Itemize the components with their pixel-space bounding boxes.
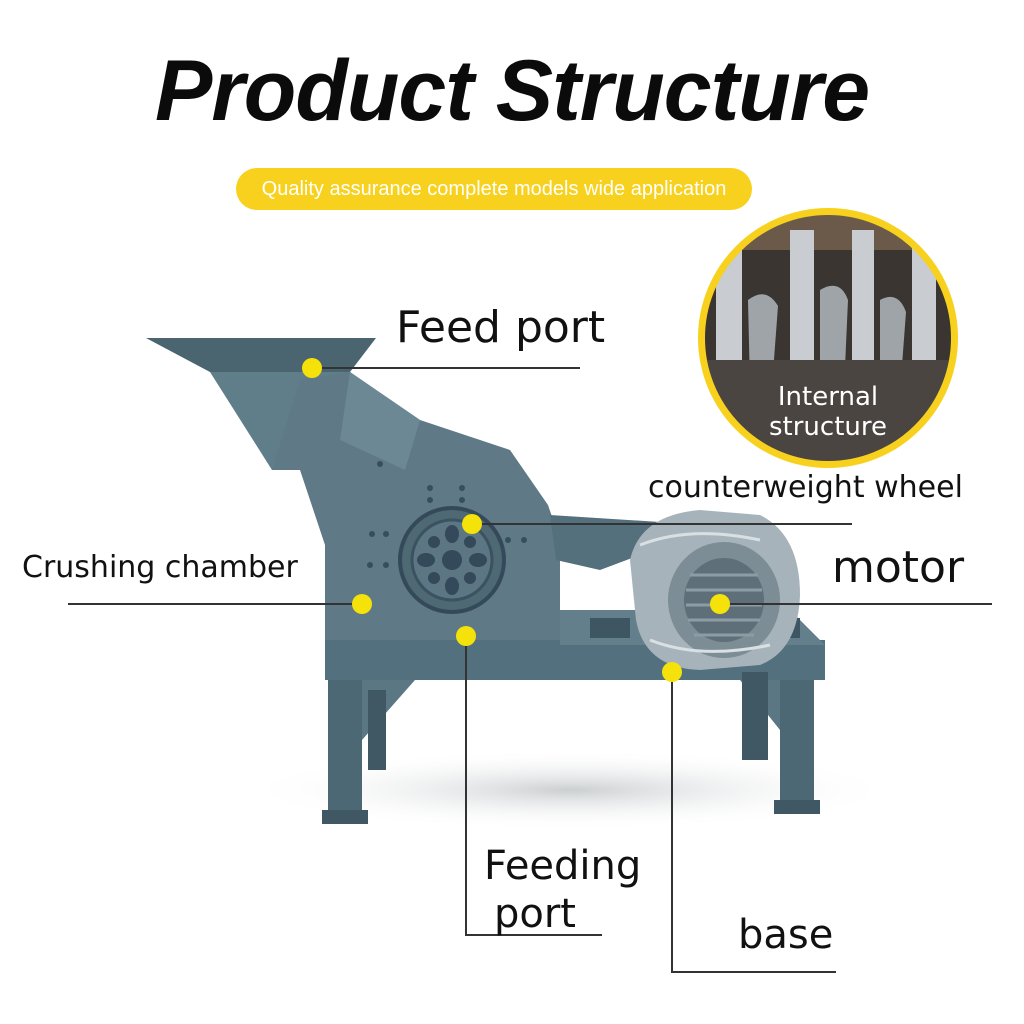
marker-counterweight-wheel — [462, 514, 482, 534]
counterweight-wheel-graphic — [398, 506, 506, 614]
marker-base — [662, 662, 682, 682]
internal-structure-line1: Internal — [777, 382, 879, 412]
callout-markers — [302, 358, 730, 682]
label-feeding-port-line2: port — [494, 891, 576, 937]
label-counterweight-wheel: counterweight wheel — [648, 470, 963, 505]
marker-crushing-chamber — [352, 594, 372, 614]
label-base: base — [738, 912, 834, 958]
leader-lines — [68, 367, 992, 973]
label-motor: motor — [832, 542, 965, 593]
page-title: Product Structure — [154, 43, 870, 139]
foot-left — [322, 810, 368, 824]
leg-back-right — [742, 672, 768, 760]
platform-slot-1 — [590, 618, 630, 638]
label-feed-port: Feed port — [396, 302, 606, 353]
label-crushing-chamber: Crushing chamber — [22, 550, 298, 585]
housing-rivets — [367, 461, 527, 568]
belt-guard — [550, 515, 680, 570]
floor-shadow — [240, 750, 900, 830]
subtitle-badge: Quality assurance complete models wide a… — [236, 168, 752, 210]
marker-feeding-port — [456, 626, 476, 646]
label-feeding-port-line1: Feeding — [484, 843, 642, 889]
marker-feed-port — [302, 358, 322, 378]
foot-right — [774, 800, 820, 814]
internal-structure-inset — [698, 208, 958, 468]
leg-front-right — [780, 680, 814, 810]
marker-motor — [710, 594, 730, 614]
hopper-plate — [146, 338, 376, 372]
housing-panel — [340, 372, 420, 470]
leg-front-left — [328, 680, 362, 820]
label-feeding-port: Feeding port — [484, 842, 641, 938]
leader-feeding-port — [465, 636, 602, 936]
internal-structure-line2: structure — [769, 412, 887, 442]
internal-structure-label: Internal structure — [748, 382, 908, 442]
leader-base — [671, 672, 836, 973]
leg-back-left — [368, 690, 386, 770]
motor-graphic — [630, 510, 800, 670]
